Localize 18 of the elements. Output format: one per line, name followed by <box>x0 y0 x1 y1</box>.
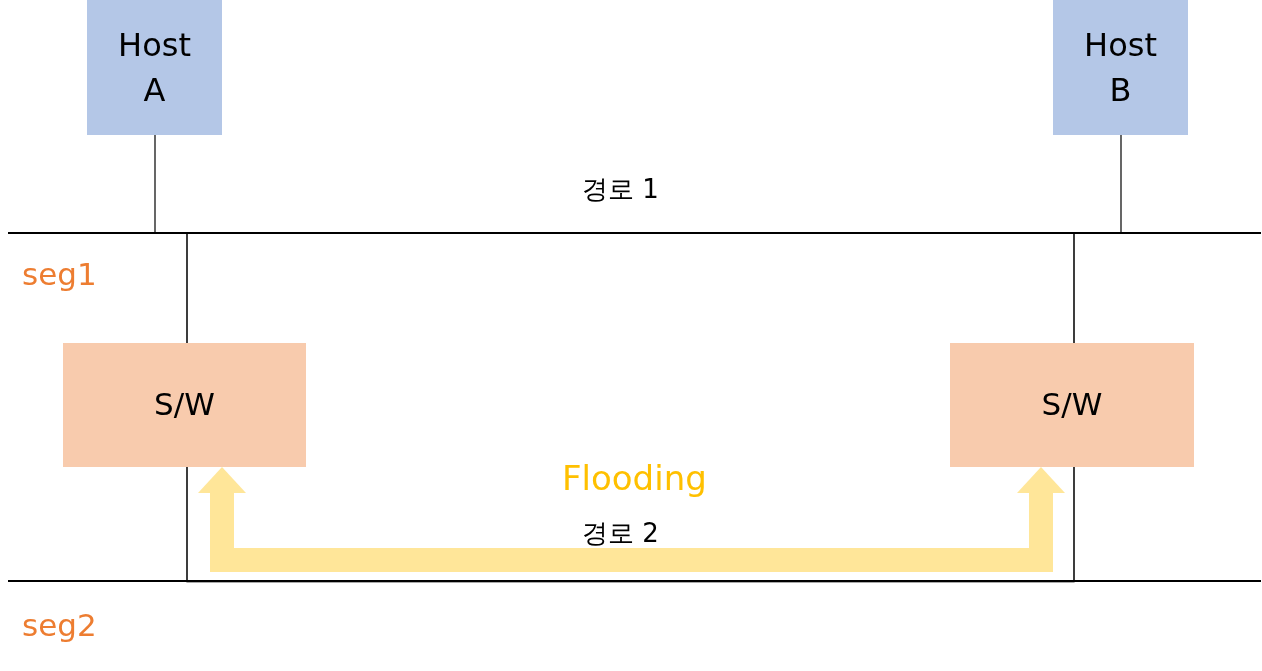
path-label: 경로 1 <box>582 173 659 206</box>
connection-line <box>186 466 188 581</box>
switch-box: S/W <box>950 343 1194 467</box>
host-box: Host A <box>87 0 222 135</box>
segment-label: seg2 <box>22 607 97 643</box>
network-segment-line <box>8 232 1261 234</box>
connection-line <box>186 233 188 344</box>
connection-line <box>154 134 156 233</box>
connection-line <box>1120 134 1122 233</box>
network-segment-line <box>8 580 1261 582</box>
segment-label: seg1 <box>22 256 97 292</box>
switch-box: S/W <box>63 343 306 467</box>
connection-line <box>1073 466 1075 581</box>
connection-line <box>1073 233 1075 344</box>
path-label: 경로 2 <box>582 517 659 550</box>
host-box: Host B <box>1053 0 1188 135</box>
edge-label: Flooding <box>562 458 707 498</box>
flooding-arrow <box>198 467 1065 572</box>
